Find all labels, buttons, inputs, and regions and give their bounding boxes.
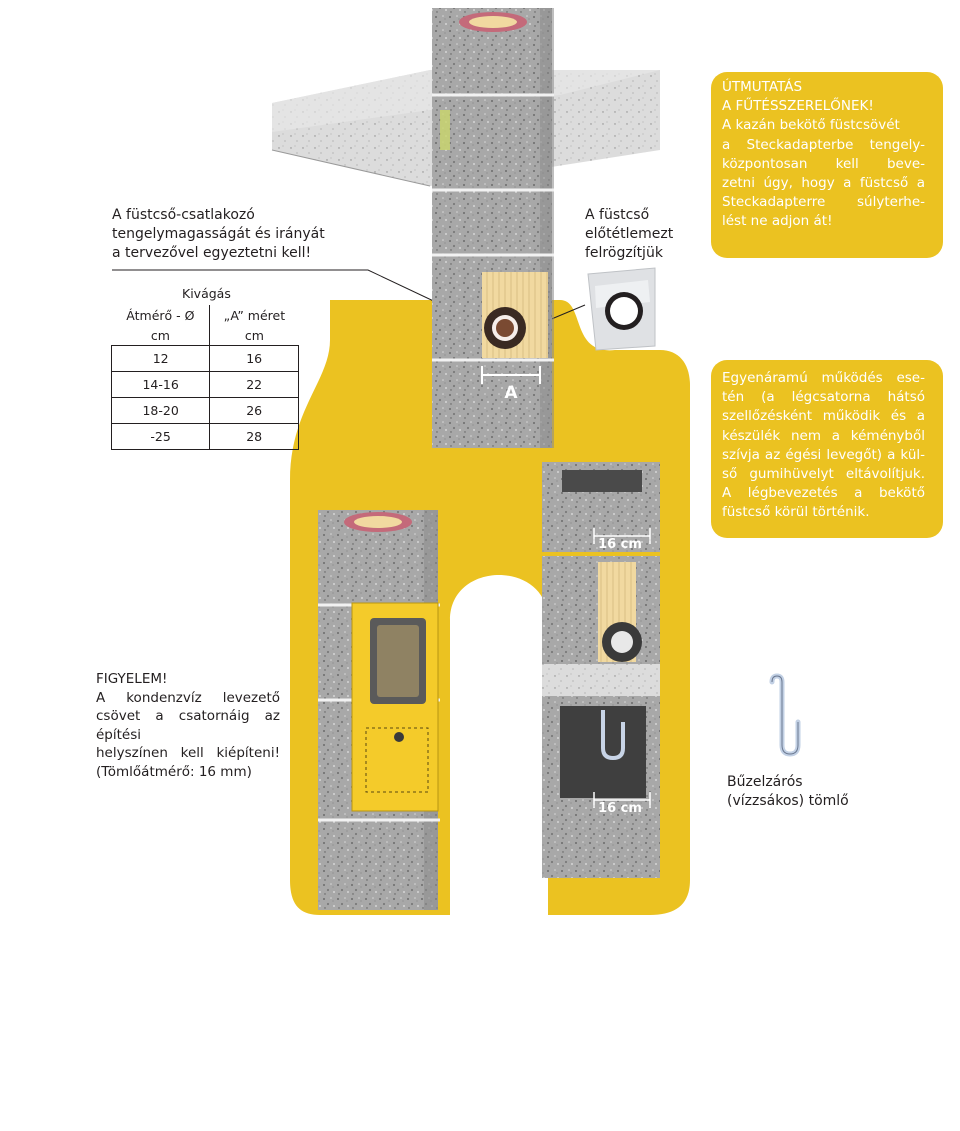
dimension-a-label: A (504, 383, 518, 403)
balanced-flue-line: szívja az égési levegőt) a kül- (722, 446, 925, 463)
main-chimney (432, 8, 554, 448)
instruction-heading: A FŰTÉSSZERELŐNEK! (722, 98, 874, 115)
caption-siphon-hose-line: (vízzsákos) tömlő (727, 793, 849, 809)
instruction-line: központosan kell beve- (722, 155, 925, 172)
caption-flue-axis-line: A füstcső-csatlakozó (112, 207, 255, 223)
caption-flue-plate-line: felrögzítjük (585, 245, 663, 261)
instruction-line: a Steckadapterbe tengely- (722, 136, 925, 153)
caption-flue-axis: A füstcső-csatlakozó tengelymagasságát é… (112, 206, 325, 263)
cutout-cell-diameter: 14-16 (110, 371, 211, 398)
instruction-line: zetni úgy, hogy a füstcső a (722, 175, 925, 192)
flue-plate-icon (587, 267, 656, 351)
instruction-heading: ÚTMUTATÁS (722, 79, 803, 95)
dimension-16cm-bottom: 16 cm (593, 792, 651, 816)
warning-line: helyszínen kell kiépíteni! (96, 745, 280, 762)
table-row: 12 16 (110, 345, 299, 372)
caption-siphon-hose: Bűzelzárós (vízzsákos) tömlő (727, 773, 867, 811)
cutout-table: Átmérő - Ø „A” méret cm cm 12 16 14-16 2… (110, 305, 299, 450)
balanced-flue-line: szellőzésként működik és a (722, 408, 925, 425)
siphon-hose-outline (771, 675, 799, 755)
caption-flue-axis-line: tengelymagasságát és irányát (112, 226, 325, 242)
warning-heading: FIGYELEM! (96, 671, 168, 687)
balanced-flue-line: tén (a légcsatorna hátsó (722, 389, 925, 406)
cutout-cell-diameter: -25 (110, 423, 211, 450)
table-row: 14-16 22 (110, 371, 299, 398)
caption-siphon-hose-line: Bűzelzárós (727, 774, 803, 790)
balanced-flue-line: füstcső körül történik. (722, 504, 870, 521)
cutout-header-diameter: Átmérő - Ø (111, 305, 211, 325)
balanced-flue-line: Egyenáramú működés ese- (722, 370, 925, 386)
cutout-header-a-size: „A” méret (223, 307, 286, 323)
warning-box: FIGYELEM! A kondenzvíz levezető csövet a… (86, 662, 288, 780)
cutout-cell-a-size: 22 (209, 371, 299, 398)
dimension-16cm-top: 16 cm (593, 528, 651, 552)
caption-flue-plate-line: előtétlemezt (585, 226, 674, 242)
warning-line: A kondenzvíz levezető (96, 689, 280, 706)
caption-flue-plate-line: A füstcső (585, 207, 650, 223)
cutout-cell-a-size: 28 (209, 423, 299, 450)
balanced-flue-box: Egyenáramú működés ese- tén (a légcsator… (711, 360, 943, 538)
cutout-cell-diameter: 12 (110, 345, 211, 372)
dimension-16cm-top-label: 16 cm (598, 537, 642, 552)
cutout-header-a-size-unit: cm (244, 327, 264, 343)
siphon-hose-icon (769, 673, 801, 757)
cutout-table-title: Kivágás (182, 286, 231, 301)
instruction-line: Steckadapterre súlyterhe- (722, 194, 925, 211)
instruction-line: lést ne adjon át! (722, 213, 833, 230)
left-chimney (318, 510, 440, 910)
cutout-cell-diameter: 18-20 (110, 397, 211, 424)
warning-line: csövet a csatornáig az építési (96, 708, 280, 743)
instruction-box: ÚTMUTATÁS A FŰTÉSSZERELŐNEK! A kazán bek… (711, 72, 943, 258)
warning-line: (Tömlőátmérő: 16 mm) (96, 763, 252, 780)
cutout-cell-a-size: 26 (209, 397, 299, 424)
balanced-flue-line: készülék nem a kéményből (722, 427, 925, 444)
balanced-flue-line: A légbevezetés a bekötő (722, 485, 925, 502)
cutout-header-diameter-unit: cm (111, 325, 211, 346)
balanced-flue-line: ső gumihüvelyt eltávolítjuk. (722, 466, 925, 483)
cutout-cell-a-size: 16 (209, 345, 299, 372)
dimension-a: A (481, 366, 541, 403)
exploded-chimney (542, 462, 660, 878)
table-row: -25 28 (110, 423, 299, 450)
dimension-16cm-bottom-label: 16 cm (598, 801, 642, 816)
caption-flue-plate: A füstcső előtétlemezt felrögzítjük (585, 206, 695, 263)
caption-flue-axis-line: a tervezővel egyeztetni kell! (112, 245, 312, 261)
table-row: 18-20 26 (110, 397, 299, 424)
instruction-line: A kazán bekötő füstcsövét (722, 117, 900, 134)
